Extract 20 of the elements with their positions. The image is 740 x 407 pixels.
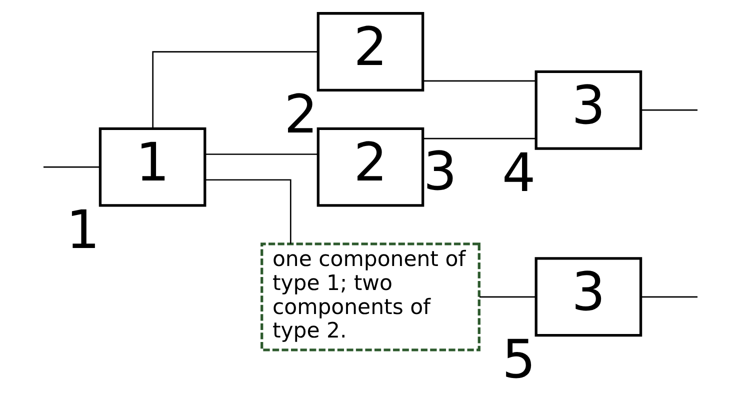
node-label: 1 [66, 200, 100, 261]
node-label: 2 [284, 84, 318, 146]
node-label: 3 [422, 142, 456, 203]
connector [422, 80, 536, 82]
node-box: 3 [534, 257, 642, 337]
connector [204, 154, 318, 155]
node-label: 5 [502, 330, 536, 391]
connector [640, 109, 697, 111]
node-box: 2 [316, 127, 424, 207]
node-box: 2 [316, 12, 424, 92]
node-label: 4 [502, 142, 536, 204]
connector [152, 51, 318, 128]
connector [204, 179, 291, 244]
node-box: 1 [98, 127, 206, 207]
connector [42, 166, 100, 168]
connector [640, 296, 697, 298]
node-box: 3 [534, 70, 642, 150]
node-box: one component of type 1; two components of type 2. [260, 242, 480, 352]
connector [422, 138, 536, 140]
connector [478, 296, 536, 298]
